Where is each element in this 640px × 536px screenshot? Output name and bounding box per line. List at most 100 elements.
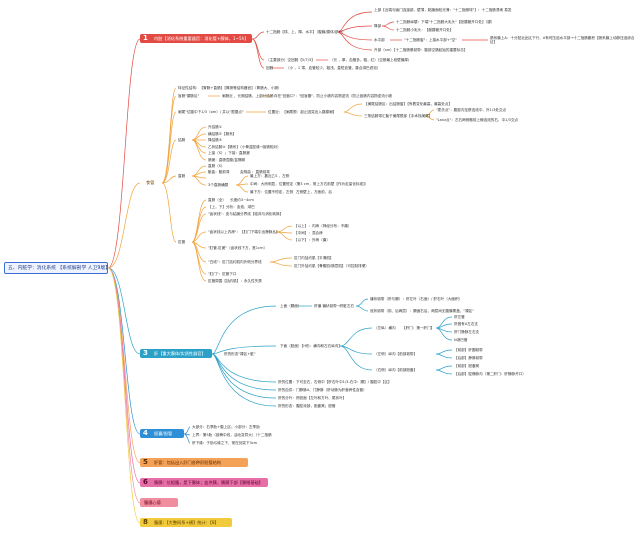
node-liver-inferior[interactable]: 下面（脏面）【H形：横沟和左右纵沟】 <box>280 344 342 348</box>
node-liver-position[interactable]: 肝的位置：下可至右，右侧中【肝右叶中1/3-右中：膈】/ 腹腔中【区】 <box>278 380 392 384</box>
node-anal-e[interactable]: "齿状线以上内痔"：【肛门下端引出静脉丛】 <box>208 230 280 234</box>
node-duodenum[interactable]: 十二指肠【球、上、降、水平】（腹膜/腺体/部分） <box>266 30 346 34</box>
node-appendix[interactable]: 阑尾"位腹中下1/3（om）/ 并以"根据点" <box>178 110 244 114</box>
node-anal-canal[interactable]: 肛管 <box>178 240 186 244</box>
node-cecum[interactable]: 盲肠"腺脉区" <box>178 94 200 98</box>
node-anal-j[interactable]: "白线"：肛门括约肌内外侧分界线 <box>208 260 262 264</box>
branch-number: 3 <box>143 349 148 357</box>
node-anal-l[interactable]: 肛门外括约肌【骨骼肌/随意肌】（可控制排便） <box>294 264 369 268</box>
node-liver-shape[interactable]: 肝的形态"裸区+脏" <box>224 352 256 356</box>
node-ileum-note[interactable]: （小 ，1 薄，血管较少，粗浅，直短血管，集合淋巴滤泡） <box>286 66 381 70</box>
branch-label: 胆囊/胆管 <box>154 431 173 436</box>
branch-number: 8 <box>143 518 148 526</box>
node-appendix-d[interactable]: "Lanz点"：左右两侧髂前上棘连线的右、中1/3交点 <box>436 118 519 122</box>
link-root-b3 <box>107 267 141 355</box>
node-liver-lobes[interactable]: 肝的分叶：肝脏面【左叶和方叶、尾状叶】 <box>278 396 347 400</box>
node-porta-d[interactable]: N淋巴管 <box>454 338 468 342</box>
node-rectum-b[interactable]: 骶曲：骶前弯 <box>208 170 230 174</box>
node-appendix-b[interactable]: 【阑尾结肠区：出结肠窗】【有着变化最高，最高处点】 <box>364 102 453 106</box>
node-liver-superior-b[interactable]: 镰状韧带（肝与膈）：肝左叶（右面）/ 肝右叶（大面积） <box>370 297 463 301</box>
node-duodenum-horizontal-a[interactable]: "十二指肠窗"：上接水平部+"空" <box>404 38 457 42</box>
node-anal-n[interactable]: 肛管周围【括约肌】：永久性失禁 <box>208 279 262 283</box>
node-duodenum-descending-b[interactable]: 十二指肠小乳头：【副胰管开口处】 <box>396 28 454 32</box>
node-left-fissure-b[interactable]: 【后部】静脉韧带 <box>454 356 483 360</box>
node-duodenum-superior[interactable]: 上部【近端与幽门连接部，壁薄，黏膜面较光滑："十二指肠球"】：十二指肠溃疡 易发 <box>374 8 512 12</box>
root-topic[interactable]: 五、内脏学：消化系统 【系统解剖学 人卫9版】 <box>4 262 110 274</box>
node-appendix-a[interactable]: 位置近：【阑尾根：起止因突出入路腺阑】 <box>268 110 337 114</box>
branch-label: 腹膜：【大整网系+横】统计：【8】 <box>154 520 219 525</box>
node-right-fissure-b[interactable]: 【后部】腔静脉沟（第二肝门：肝静脉开口） <box>454 372 526 376</box>
node-duodenum-horizontal[interactable]: 水平部 <box>374 38 385 42</box>
node-right-fissure-a[interactable]: 【前部】胆囊窝 <box>454 364 480 368</box>
node-right-fissure[interactable]: （右侧）纵沟【前部胆囊】 <box>374 368 418 372</box>
node-duodenum-horizontal-b[interactable]: 肠系膜上A：十分贴近此区下行，A有时压迫水平部→十二指肠壅积【肠系膜上动脉压迫综… <box>490 36 635 45</box>
link-root-b2 <box>107 182 141 269</box>
node-colon-b[interactable]: 横结肠②【肠系】 <box>208 132 237 136</box>
link-root-b4 <box>107 267 141 435</box>
node-liver-superior-c[interactable]: 冠状韧带（前、后两层）：膈面右后，两层间无腹膜覆盖，"裸区" <box>370 309 474 313</box>
node-jejunum[interactable]: （主要部分）空回肠【5/7/3】 <box>266 58 315 62</box>
node-liver-superior[interactable]: 上面（膈面） <box>280 304 302 308</box>
node-ileum[interactable]: 回肠 <box>266 66 274 70</box>
node-rectum-e[interactable]: 最上方：靠近乙S ，左侧 <box>250 174 290 178</box>
node-anal-a[interactable]: 直肠（全） <box>208 198 226 202</box>
branch-number: 1 <box>143 34 148 42</box>
node-anal-m[interactable]: "肛门"：肛管下口 <box>208 272 237 276</box>
link-root-b8 <box>107 267 141 524</box>
node-anal-g[interactable]: 【中间】：混合痔 <box>294 231 323 235</box>
node-liver-blood[interactable]: 肝的血供：门静脉A、门静脉（肝动脉为肝营养性血管） <box>278 388 367 392</box>
node-appendix-e[interactable]: 三条结肠带汇聚于阑尾根部【手术找阑尾】 <box>364 114 433 118</box>
node-porta-a[interactable]: 肝左管 <box>454 315 465 319</box>
node-liver-superior-a[interactable]: 肝镰 镰状韧带→肝脏左右 <box>314 304 355 308</box>
node-colon-e[interactable]: 上接（S）；下接：直肠窦 <box>208 151 250 155</box>
node-duodenum-descending[interactable]: 降部 <box>374 24 382 28</box>
node-gall-c[interactable]: 肝下缘：于肋弓缘之下，常在剑突下3cm <box>192 441 258 445</box>
branch-label: 内脏【消化系统重要器官：消化管+腺体，1~5h】 <box>154 36 249 41</box>
node-anal-c[interactable]: 【上，下】分析：血液，淋巴 <box>208 205 255 209</box>
node-rectum-g[interactable]: 最下方：位置不恒定，左侧 <box>250 190 294 194</box>
node-anal-i[interactable]: "肛管-肛窦"（齿状线下方，宽1cm） <box>208 246 268 250</box>
node-colon[interactable]: 结肠 <box>178 138 186 142</box>
node-rectum-h[interactable]: 左侧壁上，方面前、后 <box>296 190 332 194</box>
node-rectum-a[interactable]: 直肠（S） <box>208 164 225 168</box>
node-anal-b[interactable]: 长度约3~4cm <box>230 198 254 202</box>
node-liver-porta[interactable]: 【肝门：第一肝门】 <box>402 326 435 330</box>
node-jejunum-note[interactable]: （长 ，厚，血管多，粗，红）(空肠最上段壁最厚) <box>330 58 410 62</box>
link-root-b1 <box>107 38 141 269</box>
node-rectum[interactable]: 直肠 <box>178 174 186 178</box>
node-rectum-d[interactable]: 3个直肠横襞 <box>208 183 229 187</box>
node-rectum-f[interactable]: 中间：大而明显，位置恒定（第3 cm，常上方右前壁【作为定量化标准】） <box>250 182 369 186</box>
node-anal-f[interactable]: 【以上】：内痔（神经分布：不痛） <box>294 224 352 228</box>
branch-topic-8[interactable]: 8 腹膜：【大整网系+横】统计：【8】 <box>140 518 232 527</box>
node-liver-transverse[interactable]: （左纵）横沟 <box>374 326 396 330</box>
node-cecum-a[interactable]: 阑肠近 ，长期结肠，上部分结肠 <box>222 94 274 98</box>
node-anal-k[interactable]: 肛门内括约肌【平滑肌】 <box>294 256 334 260</box>
node-colon-c[interactable]: 降结肠③ <box>208 138 223 142</box>
node-left-fissure-a[interactable]: 【前部】肝圆韧带 <box>454 348 483 352</box>
branch-topic-1[interactable]: 1 内脏【消化系统重要器官：消化管+腺体，1~5h】 <box>140 34 252 43</box>
node-colon-f[interactable]: 肠窦：直肠壶腹/盆隔窝 <box>208 158 246 162</box>
node-rectum-c[interactable]: 会阴曲 ：直肠前弯 <box>240 170 270 174</box>
branch-topic-7[interactable]: 腹膜心德 <box>140 498 178 507</box>
node-cecum-b[interactable]: 存在"回盲口"："回盲瓣"，防止小肠内容物逆流（防止盲肠内容物逆流小肠 <box>274 94 393 98</box>
node-appendix-c[interactable]: "麦氏点"：腹股沟至脐连线中、外1/3处交点 <box>436 108 507 112</box>
node-left-fissure[interactable]: （左侧）纵沟【前部韧带】 <box>374 352 418 356</box>
node-liver-form[interactable]: 肝的形态：腹腔深部，胆囊窝；胆管 <box>278 404 336 408</box>
node-duodenum-descending-a[interactable]: 十二指肠纵襞：下端"十二指肠大乳头"【胆胰管开口处】（腺） <box>396 20 495 24</box>
node-porta-b[interactable]: 肝固有A左右支 <box>454 322 479 326</box>
node-duodenum-ascending[interactable]: 升部（sm）【十二指肠悬韧带：腹部空肠起始的重要标志】 <box>374 48 468 52</box>
node-porta-c[interactable]: 肝门静脉左右支 <box>454 330 480 334</box>
node-feature[interactable]: 特征性结构：【胃肠+直肠】【胃肠等结构器官】（胃肠大、小肠） <box>178 86 282 90</box>
node-colon-a[interactable]: 升结肠① <box>208 125 223 129</box>
node-anal-h[interactable]: 【以下】：外痔（痛） <box>294 238 330 242</box>
node-anal-d[interactable]: "齿状线"：皮与粘膜分界线【临床与消化转换】 <box>208 212 284 216</box>
branch-topic-2[interactable]: 食管 <box>146 180 154 186</box>
node-colon-d[interactable]: 乙状结肠④【肠系】（小骨盆腔缘→盲肠相对） <box>208 145 281 149</box>
node-gall-b[interactable]: 上界：第5肋（锁骨中线，活动变异大）（十二指肠 <box>192 433 272 437</box>
node-gall-a[interactable]: 大部分：右季肋+腹上区；小部分：左季肋 <box>192 425 260 429</box>
